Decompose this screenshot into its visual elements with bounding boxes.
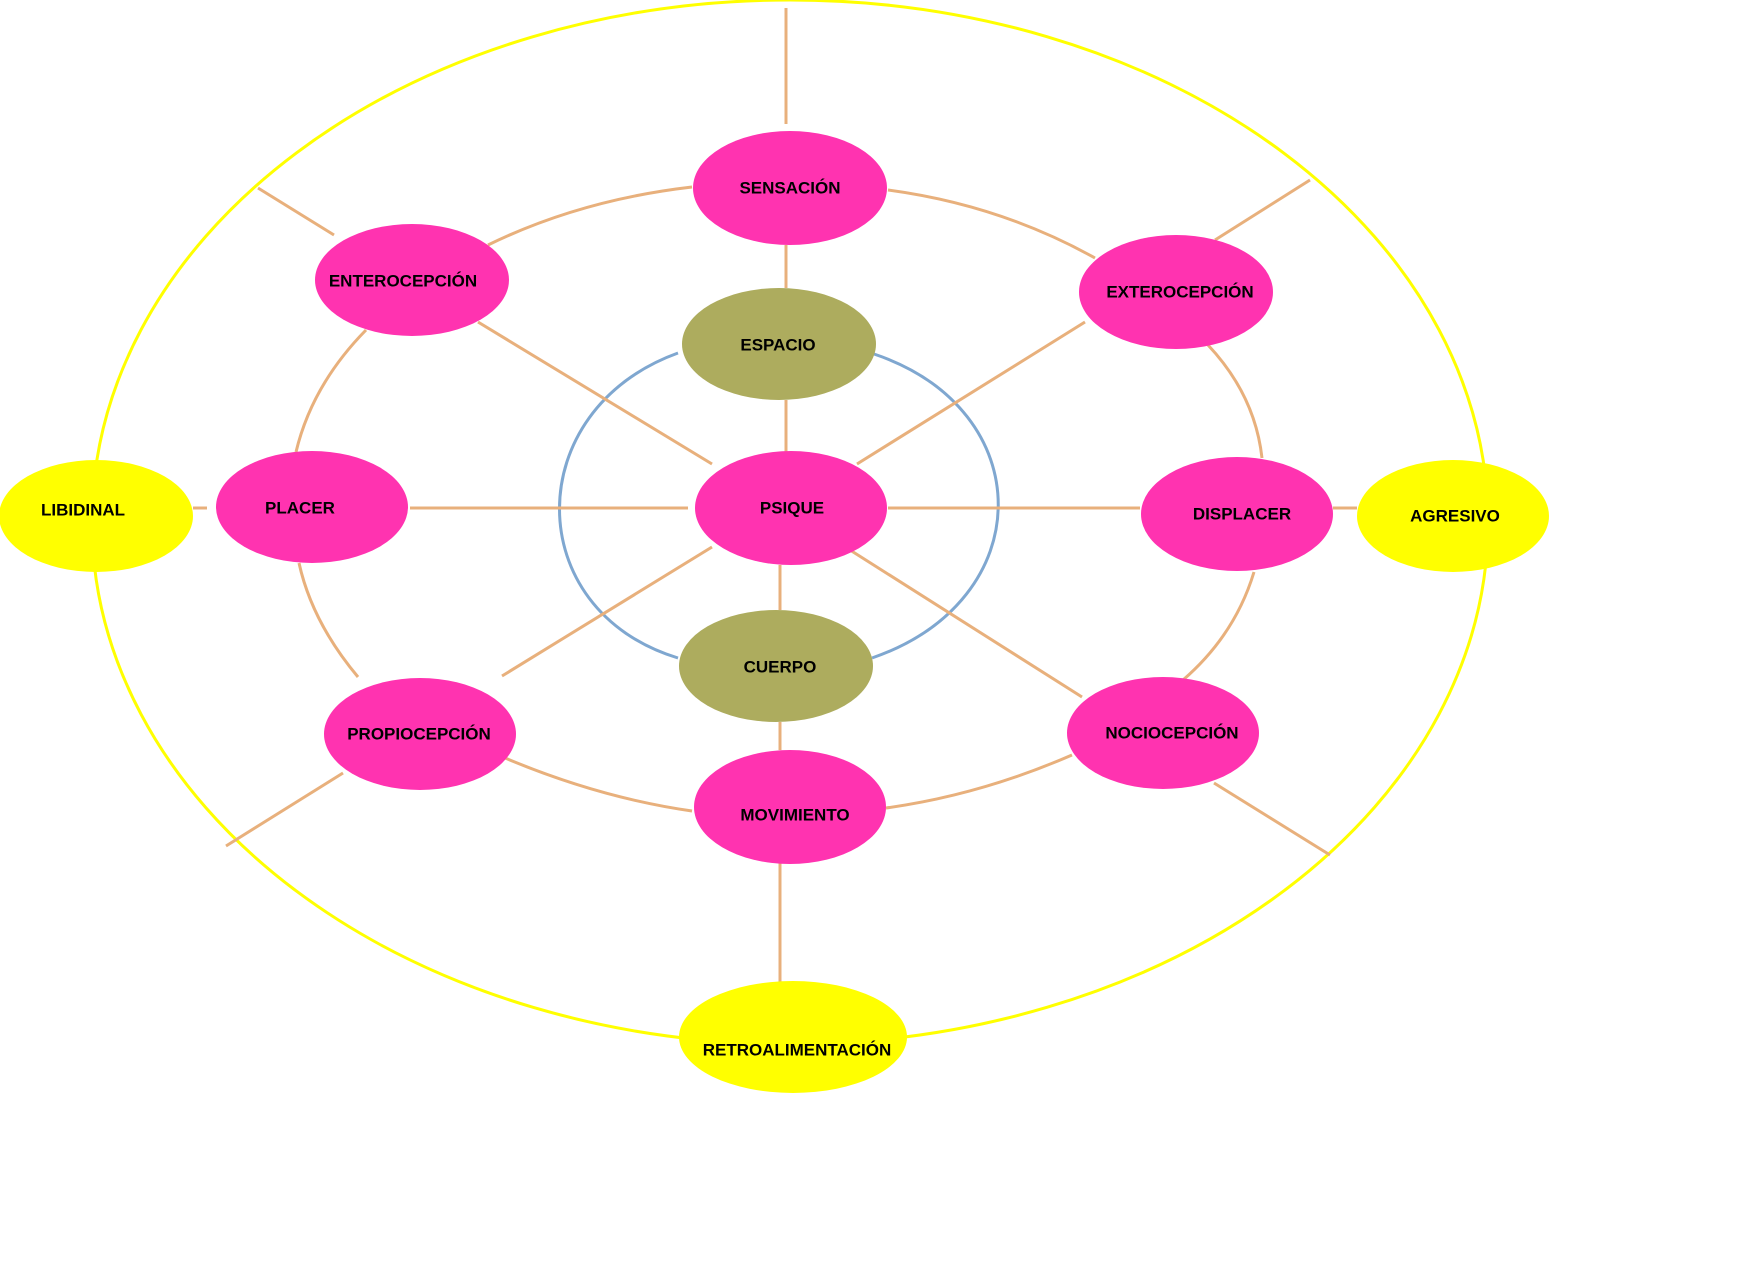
node-nociocepcion[interactable]: NOCIOCEPCIÓN: [1067, 677, 1259, 789]
node-label: PROPIOCEPCIÓN: [347, 724, 491, 743]
node-label: RETROALIMENTACIÓN: [703, 1040, 892, 1059]
node-espacio[interactable]: ESPACIO: [682, 288, 876, 400]
node-label: PSIQUE: [760, 498, 824, 517]
connector-enterocepcion-psique: [477, 320, 713, 466]
node-agresivo[interactable]: AGRESIVO: [1357, 460, 1549, 572]
node-psique[interactable]: PSIQUE: [695, 451, 887, 565]
node-label: MOVIMIENTO: [740, 805, 849, 824]
node-label: PLACER: [265, 498, 335, 517]
node-cuerpo[interactable]: CUERPO: [679, 610, 873, 722]
node-label: EXTEROCEPCIÓN: [1106, 282, 1253, 301]
middle-ring-arc-nociocepcion-movimiento: [885, 753, 1073, 810]
connector-psique-exterocepcion: [856, 320, 1086, 466]
middle-ring-arc-placer-enterocepcion: [294, 328, 368, 453]
node-label: AGRESIVO: [1410, 506, 1500, 525]
node-sensacion[interactable]: SENSACIÓN: [693, 131, 887, 245]
connector-outer-exterocepcion: [1214, 178, 1311, 242]
connector-psique-nociocepcion: [849, 548, 1083, 699]
middle-ring-arc-exterocepcion-displacer: [1206, 343, 1264, 459]
middle-ring-arc-sensacion-exterocepcion: [887, 188, 1096, 260]
node-propiocepcion[interactable]: PROPIOCEPCIÓN: [324, 678, 516, 790]
node-label: ESPACIO: [740, 335, 815, 354]
connector-outer-propiocepcion: [225, 771, 344, 848]
node-label: SENSACIÓN: [739, 178, 840, 197]
node-displacer[interactable]: DISPLACER: [1141, 457, 1333, 571]
connector-outer-nociocepcion: [1213, 781, 1331, 857]
inner-ring-arc-right: [871, 352, 1000, 660]
node-label: NOCIOCEPCIÓN: [1105, 723, 1238, 742]
middle-ring-arc-propiocepcion-placer: [297, 562, 360, 678]
node-libidinal[interactable]: LIBIDINAL: [0, 460, 193, 572]
connector-outer-enterocepcion: [257, 186, 335, 237]
node-movimiento[interactable]: MOVIMIENTO: [694, 750, 886, 864]
connector-psique-propiocepcion: [501, 545, 713, 678]
node-exterocepcion[interactable]: EXTEROCEPCIÓN: [1079, 235, 1273, 349]
node-enterocepcion[interactable]: ENTEROCEPCIÓN: [315, 224, 509, 336]
node-label: ENTEROCEPCIÓN: [329, 271, 477, 290]
node-retroalimentacion[interactable]: RETROALIMENTACIÓN: [679, 981, 907, 1093]
node-label: CUERPO: [744, 657, 817, 676]
node-label: DISPLACER: [1193, 504, 1291, 523]
node-label: LIBIDINAL: [41, 500, 125, 519]
middle-ring-arc-displacer-nociocepcion: [1182, 571, 1256, 682]
middle-ring-arc-sensacion-enterocepcion: [487, 185, 693, 247]
node-placer[interactable]: PLACER: [216, 451, 408, 563]
